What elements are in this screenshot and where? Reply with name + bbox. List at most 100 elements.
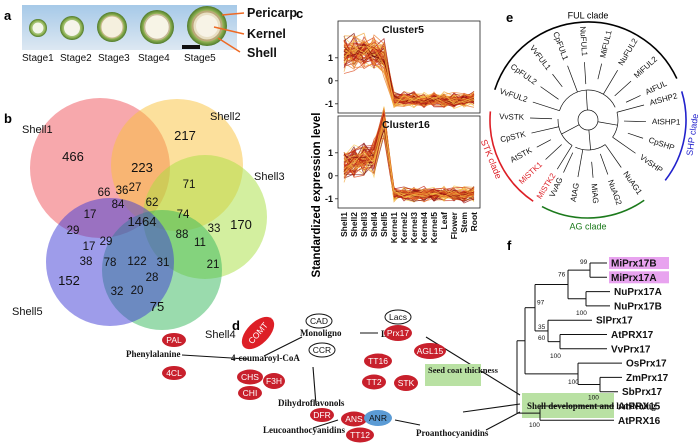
fruit-stage1 <box>29 19 47 37</box>
svg-text:Lacs: Lacs <box>389 312 407 322</box>
tree-branch <box>603 69 618 95</box>
clade-arc-stk <box>489 111 534 202</box>
panel-d: d Phenylalanine 4-coumaroyl-CoA Monolign… <box>126 309 656 443</box>
tree-leaf-label: NuFUL1 <box>578 26 589 57</box>
enzyme-chi: CHI <box>238 386 262 400</box>
y-axis-label: Standardized expression level <box>311 113 323 278</box>
venn-count: 84 <box>112 199 125 211</box>
tree-leaf-label: MiAG <box>589 183 600 204</box>
tree-branch <box>597 63 603 80</box>
x-tick-label: Shell5 <box>379 212 389 237</box>
expression-profile-line <box>343 41 475 108</box>
enzyme-pal: PAL <box>162 333 186 347</box>
enzyme-f3h: F3H <box>263 373 285 389</box>
venn-count: 152 <box>58 273 80 288</box>
x-tick-label: Kernel2 <box>399 212 409 243</box>
tree-branch <box>616 104 645 113</box>
expression-profile-line <box>343 36 475 108</box>
tree-branch <box>545 144 562 160</box>
expression-profile-line <box>343 116 475 199</box>
expression-profile-line <box>343 126 475 201</box>
svg-text:Prx17: Prx17 <box>387 328 409 338</box>
venn-count: 71 <box>183 179 196 191</box>
fruit-stage4 <box>140 10 174 44</box>
y-tick-label: 1 <box>328 53 333 63</box>
svg-text:ANR: ANR <box>369 413 387 423</box>
metabolite-proanthocyanidins: Proanthocyanidins <box>416 428 489 438</box>
tree-leaf-label: AtAG <box>569 182 581 202</box>
venn-set-shell5: Shell5 <box>12 306 43 318</box>
clade-label-stk: STK clade <box>479 138 504 180</box>
venn-count: 33 <box>208 223 221 235</box>
venn-count: 122 <box>127 256 146 268</box>
venn-count: 21 <box>207 259 220 271</box>
expression-profile-line <box>343 45 475 104</box>
venn-set-shell3: Shell3 <box>254 171 285 183</box>
fruit-stage5 <box>187 6 227 46</box>
node-anr: ANR <box>364 410 392 426</box>
stage1-label: Stage1 <box>22 53 54 64</box>
svg-text:CAD: CAD <box>310 316 328 326</box>
tree-branch <box>612 136 636 154</box>
venn-ellipse-shell5 <box>46 198 174 326</box>
venn-count: 78 <box>104 257 117 269</box>
svg-text:TT2: TT2 <box>366 377 381 387</box>
venn-count: 31 <box>157 257 170 269</box>
svg-text:F3H: F3H <box>266 376 282 386</box>
stage3-label: Stage3 <box>98 53 130 64</box>
venn-count: 223 <box>131 160 153 175</box>
tree-leaf-label: MiFUL1 <box>598 29 613 59</box>
bootstrap-value: 60 <box>538 335 546 342</box>
bootstrap-value: 76 <box>558 271 566 278</box>
venn-set-shell2: Shell2 <box>210 111 241 123</box>
venn-count: 75 <box>150 299 164 314</box>
panel-label-a: a <box>4 8 12 23</box>
bootstrap-value: 100 <box>568 379 579 386</box>
tree-branch <box>531 126 559 134</box>
y-tick-label: -1 <box>325 194 333 204</box>
venn-count: 62 <box>146 197 159 209</box>
enzyme-stk: STK <box>394 375 418 391</box>
tree-leaf-label: MiSTK1 <box>517 160 544 186</box>
y-tick-label: -1 <box>325 99 333 109</box>
tree-branch <box>563 152 574 173</box>
tree-leaf-label: CpFUL1 <box>551 30 570 62</box>
node-ccr: CCR <box>308 342 336 358</box>
enzyme-agl15: AGL15 <box>414 343 446 359</box>
stage2-label: Stage2 <box>60 53 92 64</box>
kernel-arrow <box>213 26 245 35</box>
enzyme-comt: COMT <box>241 316 275 350</box>
metabolite-coumaroyl: 4-coumaroyl-CoA <box>231 353 300 363</box>
clade-arc-ag <box>541 199 645 219</box>
expression-profile-line <box>343 117 475 199</box>
clade-arc-shp <box>664 91 687 181</box>
tree-leaf-label: CpFUL2 <box>509 62 539 87</box>
tree-branch <box>536 139 552 148</box>
tree-leaf-label: VvSTK <box>499 112 525 122</box>
svg-text:STK: STK <box>398 378 415 388</box>
tree-branch <box>552 73 563 88</box>
tree-leaf-label: SbPrx17 <box>622 387 662 398</box>
bootstrap-value: 100 <box>588 395 599 402</box>
tree-leaf-label: MiFUL2 <box>632 54 659 80</box>
tree-branch <box>532 101 560 112</box>
svg-text:ANS: ANS <box>345 414 363 424</box>
panel-b: b Shell1 Shell2 Shell3 Shell4 Shell5 466… <box>4 98 285 341</box>
svg-text:CCR: CCR <box>313 345 331 355</box>
y-tick-label: 1 <box>328 148 333 158</box>
tree-branch <box>627 132 644 139</box>
tree-leaf-label: CpSTK <box>499 129 527 144</box>
enzyme-tt16: TT16 <box>364 353 392 369</box>
bootstrap-value: 35 <box>538 324 546 331</box>
tree-leaf-label: VvSHP <box>638 153 664 175</box>
kernel-label: Kernel <box>247 27 286 41</box>
panel-c: c Standardized expression level Cluster5… <box>296 6 481 278</box>
venn-count: 28 <box>146 272 159 284</box>
venn-count: 74 <box>177 209 190 221</box>
expression-profile-line <box>343 132 475 200</box>
scale-bar <box>182 45 200 49</box>
x-tick-label: Kernel1 <box>389 212 399 243</box>
tree-arc <box>559 89 616 111</box>
